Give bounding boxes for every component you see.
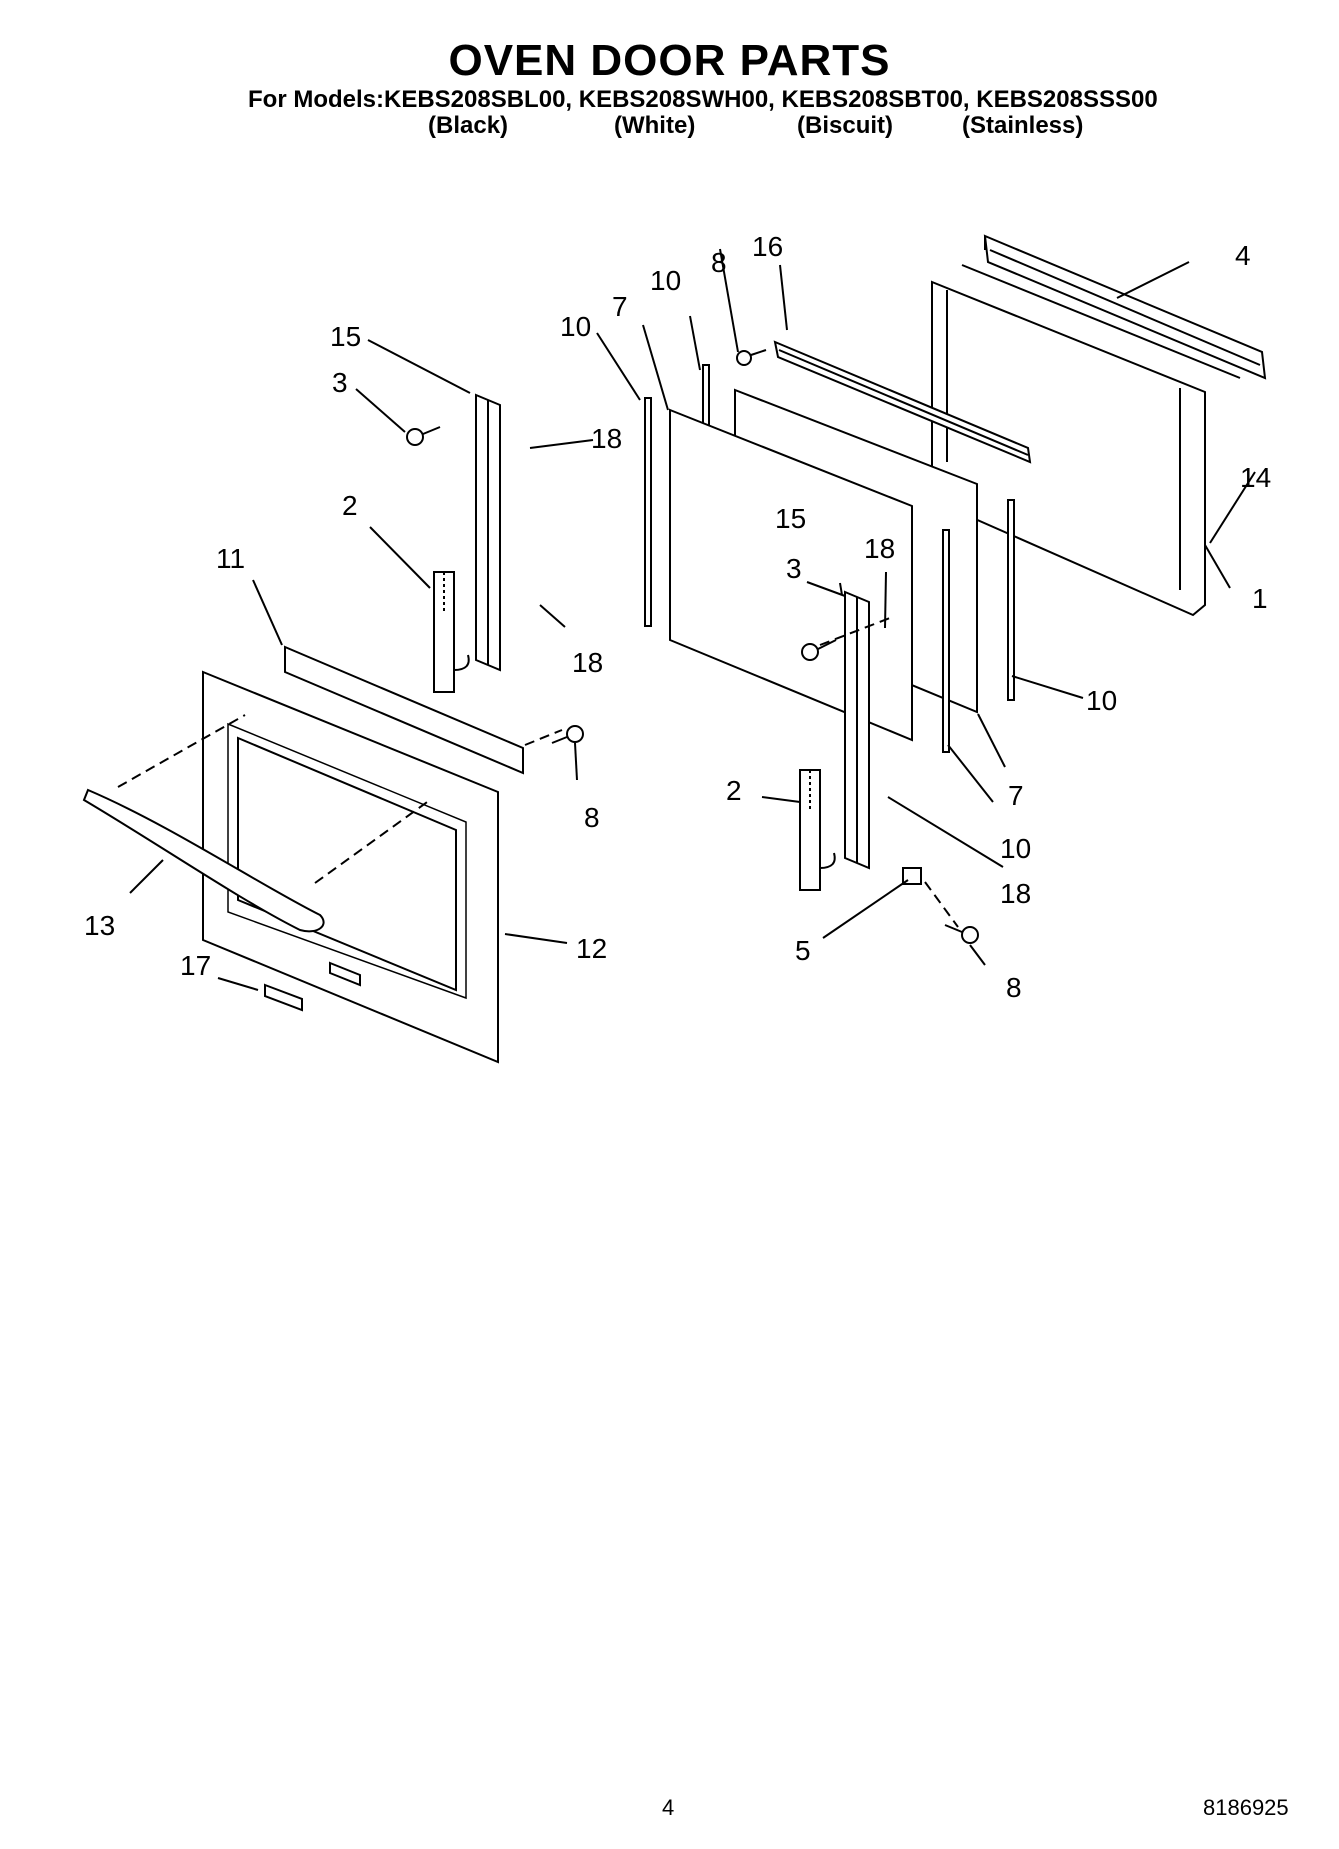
page-number: 4 <box>662 1795 675 1820</box>
screw-3a <box>406 426 441 446</box>
callout-18: 18 <box>1000 878 1031 909</box>
callout-numbers: 16 4 8 10 7 10 15 3 18 2 18 11 14 1 15 1… <box>84 231 1271 1003</box>
callout-13: 13 <box>84 910 115 941</box>
callout-2: 2 <box>342 490 358 521</box>
callout-5: 5 <box>795 935 811 966</box>
variant-white: (White) <box>614 112 696 139</box>
callout-14: 14 <box>1240 462 1271 493</box>
part-support-bar <box>284 645 524 775</box>
callout-16: 16 <box>752 231 783 262</box>
callout-18: 18 <box>572 647 603 678</box>
models-line: For Models:KEBS208SBL00, KEBS208SWH00, K… <box>248 86 1158 113</box>
screw-3b <box>801 639 837 661</box>
screw-8b <box>551 725 584 744</box>
part-top-trim <box>983 234 1267 380</box>
part-hinge-bracket-right <box>844 590 870 870</box>
part-inner-panel <box>931 280 1206 617</box>
callout-7: 7 <box>1008 780 1024 811</box>
part-gasket-a <box>644 397 652 627</box>
part-gasket-d <box>1007 499 1015 701</box>
page-title: OVEN DOOR PARTS <box>448 36 891 85</box>
part-badge-slot <box>329 961 361 987</box>
callout-7: 7 <box>612 291 628 322</box>
part-top-channel <box>773 340 1032 464</box>
callout-10: 10 <box>650 265 681 296</box>
callout-2: 2 <box>726 775 742 806</box>
part-badge <box>264 983 303 1012</box>
part-hinge-left <box>433 571 470 693</box>
callout-4: 4 <box>1235 240 1251 271</box>
variant-biscuit: (Biscuit) <box>797 112 893 139</box>
callout-8: 8 <box>1006 972 1022 1003</box>
leader-lines <box>129 248 1256 991</box>
callout-10: 10 <box>560 311 591 342</box>
callout-8: 8 <box>711 247 727 278</box>
part-gasket-c <box>942 529 950 753</box>
callout-18: 18 <box>591 423 622 454</box>
variant-black: (Black) <box>428 112 509 139</box>
part-handle <box>82 788 325 933</box>
callout-10: 10 <box>1086 685 1117 716</box>
assembly-lines <box>117 617 959 928</box>
callout-3: 3 <box>332 367 348 398</box>
callout-17: 17 <box>180 950 211 981</box>
callout-8: 8 <box>584 802 600 833</box>
callout-15: 15 <box>330 321 361 352</box>
callout-18: 18 <box>864 533 895 564</box>
part-hinge-right <box>799 769 836 891</box>
screw-8a <box>736 349 767 366</box>
callout-12: 12 <box>576 933 607 964</box>
part-hinge-bracket-left <box>475 393 501 672</box>
callout-11: 11 <box>216 543 245 574</box>
callout-3: 3 <box>786 553 802 584</box>
part-strip <box>961 264 1241 379</box>
callout-10: 10 <box>1000 833 1031 864</box>
part-outer-door <box>202 670 499 1064</box>
screw-8c <box>944 924 979 944</box>
document-number: 8186925 <box>1203 1795 1289 1820</box>
callout-15: 15 <box>775 503 806 534</box>
callout-1: 1 <box>1252 583 1268 614</box>
variant-stainless: (Stainless) <box>962 112 1084 139</box>
